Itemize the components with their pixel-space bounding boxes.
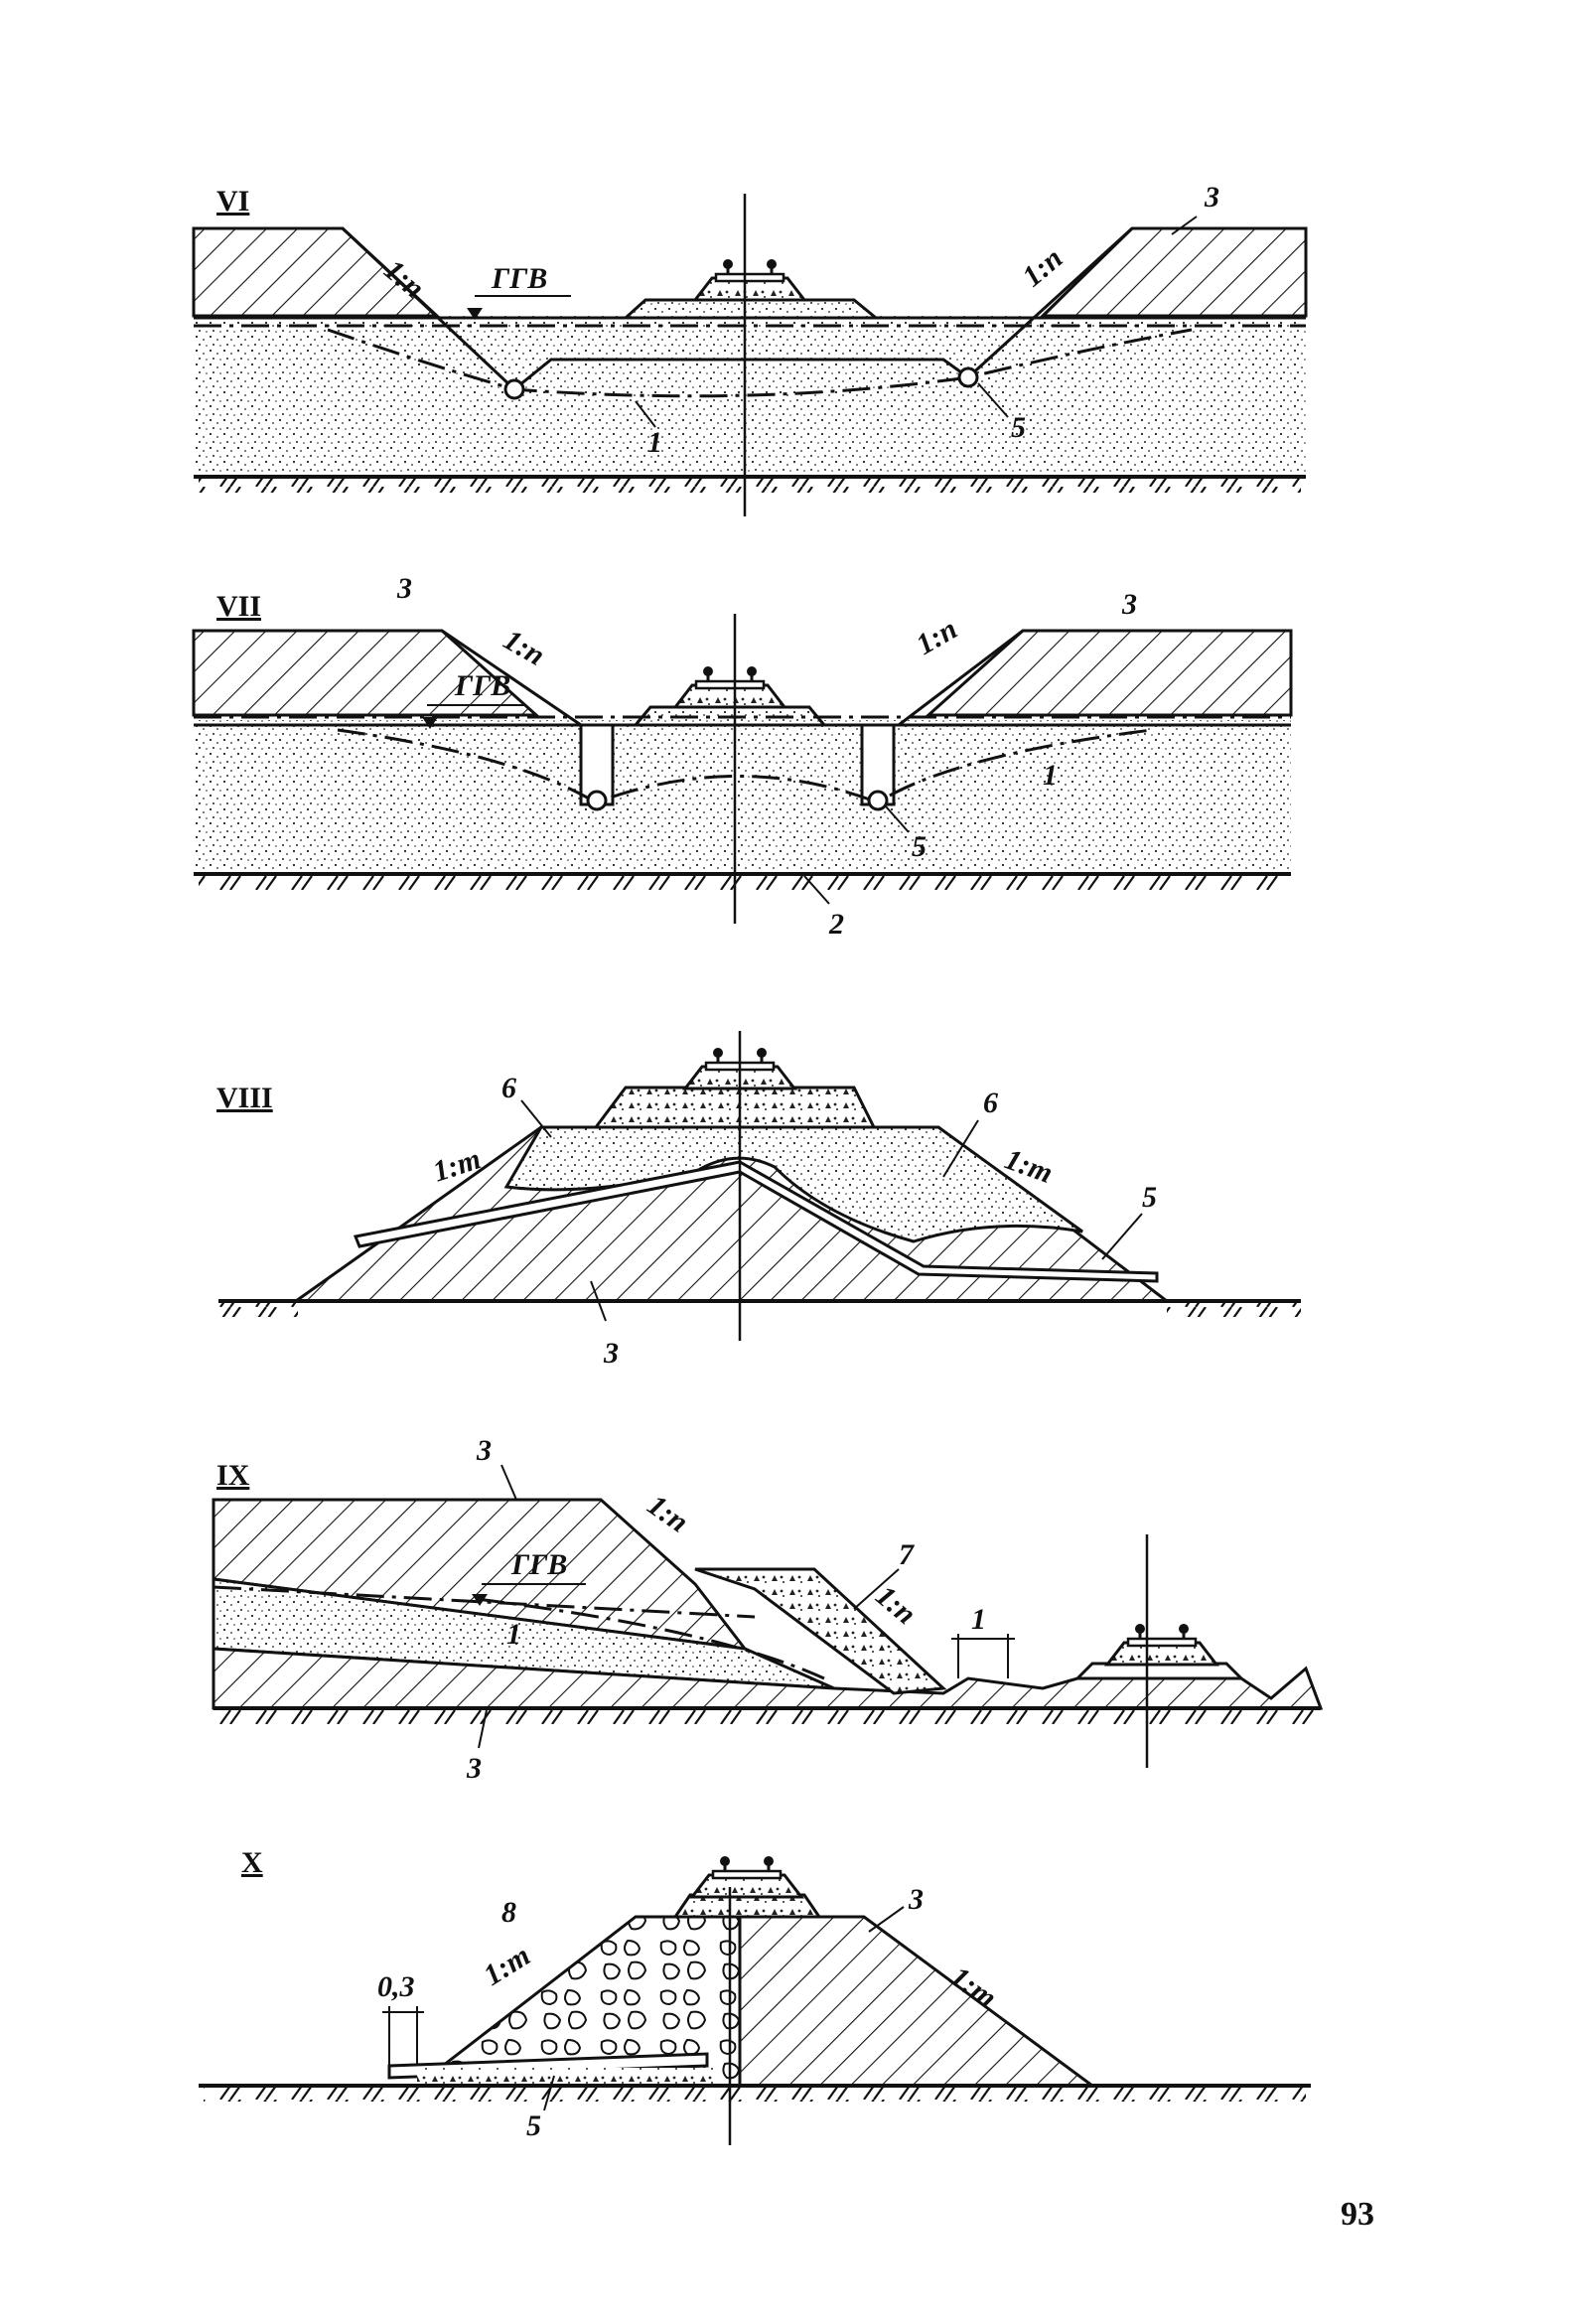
ground-ticks xyxy=(204,2088,1306,2102)
label-3: 3 xyxy=(908,1883,924,1916)
label-2: 2 xyxy=(828,908,844,941)
embankment-right xyxy=(738,1915,1097,2088)
leader-3b xyxy=(478,1709,488,1749)
upper-mass xyxy=(212,1498,749,1651)
label-6a: 6 xyxy=(501,1072,516,1104)
drain-pipe-right xyxy=(957,366,979,388)
leader-6a xyxy=(520,1099,552,1138)
left-cut-mass xyxy=(192,629,540,717)
ground-ticks-right xyxy=(1167,1303,1301,1317)
leader-6b xyxy=(942,1119,979,1178)
figure-id: X xyxy=(241,1846,263,1879)
label-1: 1 xyxy=(1043,759,1058,792)
depression-curve xyxy=(476,1597,825,1680)
stone-toe xyxy=(417,2068,715,2086)
groundwater-label: ГГВ xyxy=(510,1548,567,1581)
leader-3 xyxy=(1171,216,1198,235)
leader-5 xyxy=(1101,1213,1143,1260)
roadbed xyxy=(1073,1662,1245,1680)
page-number: 93 xyxy=(1341,2196,1374,2233)
leader-7 xyxy=(853,1568,900,1610)
drain-layer xyxy=(353,1160,1159,1283)
figure-viii: VIII 6 6 1:m 1:m 5 3 xyxy=(216,1031,1301,1370)
depression-curve xyxy=(327,328,1193,398)
label-7: 7 xyxy=(899,1538,915,1571)
track-symbol xyxy=(1105,1622,1218,1667)
track-symbol xyxy=(673,664,786,709)
label-6b: 6 xyxy=(983,1087,998,1119)
drain-pipe-left xyxy=(503,378,525,400)
dimension-label: 1 xyxy=(971,1603,986,1636)
groundwater-label: ГГВ xyxy=(454,669,510,702)
leader-5 xyxy=(885,805,910,833)
leader-3 xyxy=(868,1906,905,1933)
label-3a: 3 xyxy=(476,1434,492,1467)
figure-id: VII xyxy=(216,590,261,623)
water-mark-triangle xyxy=(422,717,438,729)
roadbed xyxy=(622,298,881,320)
ground-ticks-left xyxy=(218,1303,298,1317)
ground-ticks xyxy=(218,1710,1316,1724)
drain-blanket xyxy=(694,1567,947,1695)
label-1: 1 xyxy=(506,1618,521,1651)
drain-link xyxy=(513,358,969,391)
right-cut-mass xyxy=(925,629,1293,717)
slope-label-left: 1:m xyxy=(478,1939,535,1992)
leader-5 xyxy=(543,2075,555,2111)
dimension-label: 0,3 xyxy=(377,1970,415,2003)
roadbed xyxy=(672,1893,822,1919)
track-symbol xyxy=(690,1854,803,1899)
label-3b: 3 xyxy=(1121,588,1137,621)
label-3: 3 xyxy=(603,1337,619,1370)
water-mark-triangle xyxy=(472,1594,488,1606)
label-5: 5 xyxy=(526,2109,541,2142)
label-8: 8 xyxy=(501,1896,516,1929)
slope-right-line xyxy=(966,226,1134,379)
right-cut-mass xyxy=(1039,226,1308,318)
figure-id: VIII xyxy=(216,1082,273,1114)
roadbed xyxy=(593,1086,877,1129)
leader-3a xyxy=(500,1464,517,1501)
figure-vi: VI 1:n 1:n ГГВ 3 1 5 xyxy=(192,181,1308,516)
leader-1 xyxy=(635,400,656,428)
figure-id: IX xyxy=(216,1459,250,1492)
figure-ix: IX 3 1:n ГГВ 1 7 1:n 1 3 xyxy=(212,1434,1324,1785)
water-mark-triangle xyxy=(467,308,483,320)
ground-ticks xyxy=(199,876,1286,890)
drain-pipe-left xyxy=(586,790,608,811)
figure-vii: VII 3 3 1:n 1:n ГГВ 1 5 2 xyxy=(192,572,1293,941)
slope-label-right: 1:n xyxy=(1016,241,1069,293)
groundwater-label: ГГВ xyxy=(491,262,547,295)
drain-pipe-right xyxy=(867,790,889,811)
slope-left-line xyxy=(341,226,516,391)
track-symbol xyxy=(693,257,806,302)
groundwater-line xyxy=(213,1585,756,1619)
label-5: 5 xyxy=(912,830,927,863)
slope-label-right: 1:n xyxy=(911,613,963,661)
figure-x: X 8 1:m 3 1:m 0,3 5 xyxy=(199,1846,1311,2145)
label-3b: 3 xyxy=(466,1752,482,1785)
label-1: 1 xyxy=(647,426,662,459)
label-5: 5 xyxy=(1142,1181,1157,1214)
leader-3 xyxy=(590,1280,607,1322)
figure-id: VI xyxy=(216,185,249,218)
leader-5 xyxy=(977,382,1009,418)
depression-curve xyxy=(337,728,1153,804)
slope-left-line xyxy=(441,629,582,727)
sand-layer xyxy=(194,720,1291,874)
slope-label-a: 1:n xyxy=(642,1489,694,1539)
slope-label-left: 1:n xyxy=(499,623,551,671)
label-5: 5 xyxy=(1011,411,1026,444)
slope-right-line xyxy=(898,629,1024,727)
leader-2 xyxy=(803,875,830,905)
label-3: 3 xyxy=(1204,181,1219,214)
ground-ticks xyxy=(199,479,1301,493)
label-3a: 3 xyxy=(396,572,412,605)
